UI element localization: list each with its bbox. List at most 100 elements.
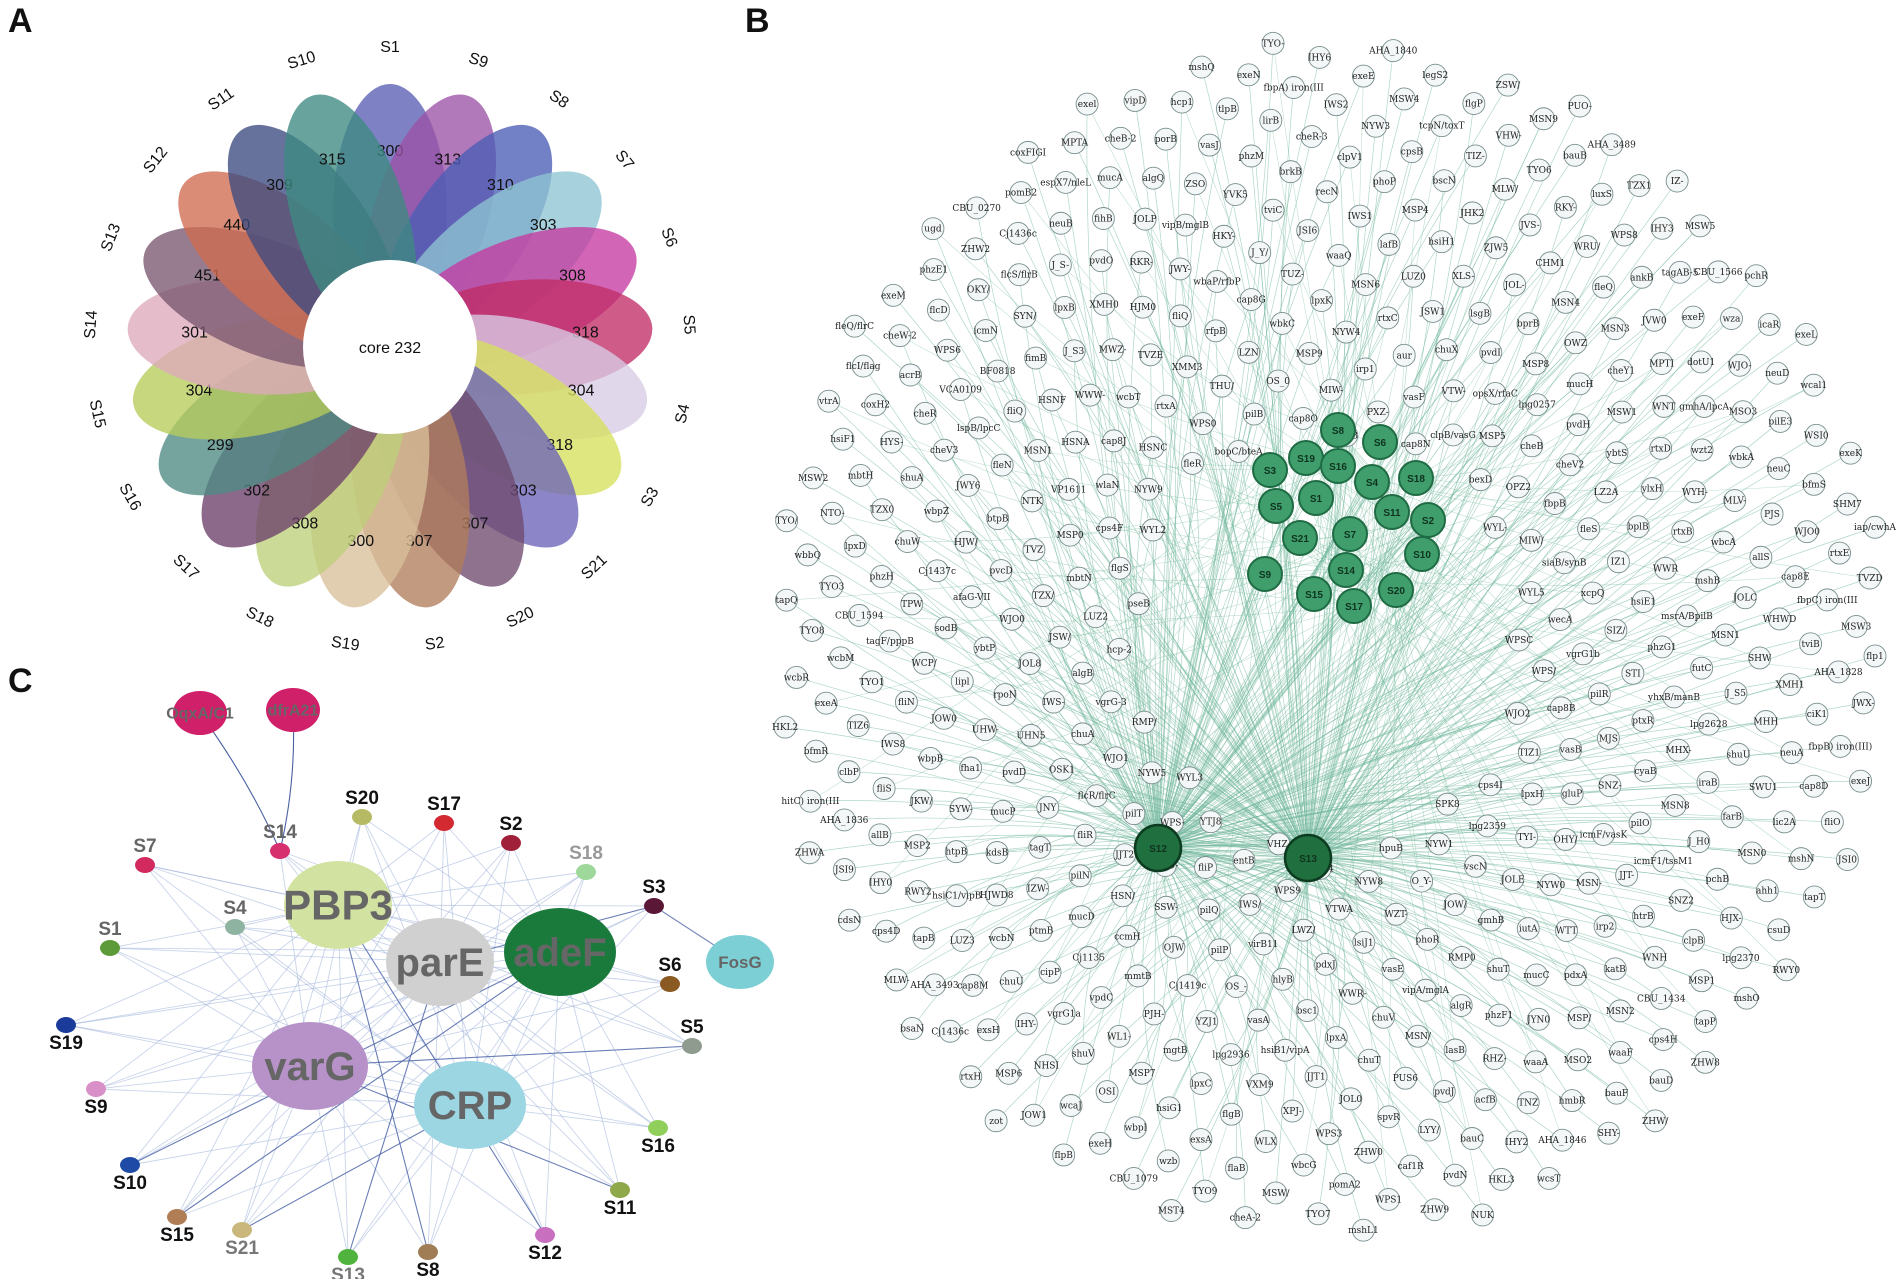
- gene-node: NYW0: [1536, 873, 1565, 897]
- gene-node: algR: [1449, 994, 1473, 1017]
- edge: [1313, 277, 1642, 595]
- gene-node-circle: [1527, 1007, 1551, 1031]
- gene-node-label: exeA: [815, 699, 838, 709]
- gene-node: acrB: [898, 363, 922, 387]
- sample-node-label: S16: [641, 1136, 675, 1157]
- gene-node-label: MSP0: [1056, 531, 1083, 541]
- gene-node-circle: [1281, 262, 1304, 286]
- edge: [1307, 185, 1640, 859]
- gene-node-label: WPS1: [1375, 1195, 1402, 1205]
- gene-node: MSO2: [1564, 1048, 1592, 1072]
- gene-node-label: wcsT: [1537, 1174, 1560, 1184]
- gene-node-label: ptxR: [1632, 717, 1653, 727]
- gene-node-circle: [1077, 946, 1101, 969]
- gene-node-label: MSN/: [1405, 1032, 1432, 1042]
- gene-node-circle: [1723, 489, 1747, 513]
- gene-node-circle: [1102, 429, 1126, 453]
- edge: [832, 512, 1355, 607]
- gene-node-label: rpoN: [993, 691, 1016, 701]
- gene-node: mucP: [990, 799, 1016, 823]
- gene-node: chuX: [1435, 338, 1459, 362]
- gene-node: wecA: [1548, 608, 1573, 632]
- gene-node-label: cap8E: [1781, 573, 1809, 583]
- gene-node: WJO2: [1505, 701, 1530, 725]
- gene-node-circle: [1449, 994, 1473, 1017]
- gene-node: IWS8: [881, 732, 906, 756]
- gene-node-label: hlyB: [1272, 975, 1293, 985]
- gene-node: HSNF: [1038, 388, 1066, 412]
- gene-node-label: flgS: [1111, 564, 1129, 574]
- gene-node-label: phzF1: [1485, 1011, 1513, 1021]
- gene-node: TIZ-: [1463, 144, 1487, 168]
- edge: [1275, 857, 1309, 1193]
- edge: [1415, 342, 1576, 479]
- gene-node-label: flcR/flrC: [1078, 792, 1116, 802]
- gene-node-label: cap8B: [1547, 704, 1576, 714]
- gene-node: MSN4: [1551, 290, 1580, 314]
- gene-node: AHA_1846: [1537, 1128, 1587, 1152]
- gene-node: hsiF1: [830, 427, 856, 451]
- sample-node-dot: [167, 1209, 187, 1225]
- gene-node-label: tviB: [1801, 640, 1820, 650]
- edge: [1157, 365, 1740, 849]
- gene-node-label: MSP5: [1479, 432, 1506, 442]
- gene-node-circle: [960, 585, 984, 609]
- gene-node: bprB: [1516, 312, 1540, 336]
- edge: [1272, 43, 1339, 467]
- gene-node-circle: [829, 646, 853, 670]
- gene-node-label: RMP0: [1448, 953, 1476, 963]
- gene-node-label: LZ2A: [1594, 488, 1619, 498]
- gene-node-circle: [1603, 957, 1627, 981]
- gene-node-adef: adeF: [504, 908, 616, 996]
- gene-node-label: WLX: [1255, 1138, 1277, 1148]
- edge: [1065, 182, 1159, 849]
- gene-node-label: TIZ1: [1519, 748, 1541, 758]
- edge: [891, 441, 1159, 849]
- gene-node-label: UHN5: [1016, 731, 1045, 741]
- gene-node: tviB: [1799, 632, 1823, 656]
- gene-node-label: JSW1: [1419, 307, 1445, 317]
- gene-node: mucH: [1566, 372, 1594, 396]
- gene-node: Cj1437c: [918, 559, 956, 583]
- edge: [1201, 66, 1309, 859]
- gene-node-circle: [1549, 696, 1573, 720]
- gene-node-label: J_Y/: [1250, 249, 1269, 259]
- gene-node: SWU1: [1749, 775, 1778, 799]
- gene-node-label: pseB: [1127, 600, 1150, 610]
- gene-node-circle: [1372, 1005, 1395, 1029]
- gene-node-label: HJM0: [1130, 303, 1157, 313]
- sample-node-dot: [270, 843, 290, 859]
- gene-node-circle: [1034, 1054, 1058, 1078]
- edge: [1020, 192, 1159, 849]
- gene-node-circle: [1483, 516, 1507, 539]
- gene-node: LUZ0: [1401, 264, 1426, 288]
- gene-node-circle: [896, 530, 919, 554]
- gene-node-circle: [1640, 477, 1664, 501]
- gene-node-circle: [1168, 257, 1192, 281]
- gene-node: exeH: [1088, 1131, 1112, 1155]
- gene-node-circle: [1607, 550, 1630, 574]
- gene-node-label: RMP/: [1132, 718, 1158, 728]
- gene-node: wbcA: [1711, 530, 1736, 554]
- gene-node-label: WPS8: [1611, 231, 1638, 241]
- gene-node-label: HJX-: [1721, 914, 1742, 924]
- gene-node-label: cheB: [1520, 442, 1543, 452]
- gene-node-label: CBU_1434: [1637, 994, 1686, 1004]
- gene-node-circle: [945, 884, 969, 908]
- gene-node-label: MSP7: [1128, 1069, 1155, 1079]
- sample-node-label: S17: [427, 794, 461, 815]
- gene-node: CBU_0270: [952, 196, 1001, 220]
- sample-node-dot: [56, 1017, 76, 1033]
- gene-node-label: CRP: [428, 1084, 512, 1128]
- sample-node-label: S5: [680, 1017, 704, 1038]
- gene-node: shuA: [900, 466, 924, 490]
- gene-node-label: SPK8: [1435, 800, 1460, 810]
- gene-node-label: phzG1: [1647, 643, 1676, 653]
- gene-node: hcp-2: [1107, 637, 1132, 661]
- gene-node-circle: [1731, 400, 1755, 424]
- gene-node: J_S3: [1062, 339, 1086, 363]
- gene-node-label: cheW-2: [883, 332, 917, 342]
- gene-node-circle: [1460, 1127, 1484, 1150]
- gene-node-circle: [1506, 701, 1529, 725]
- gene-node: wbkC: [1269, 311, 1295, 335]
